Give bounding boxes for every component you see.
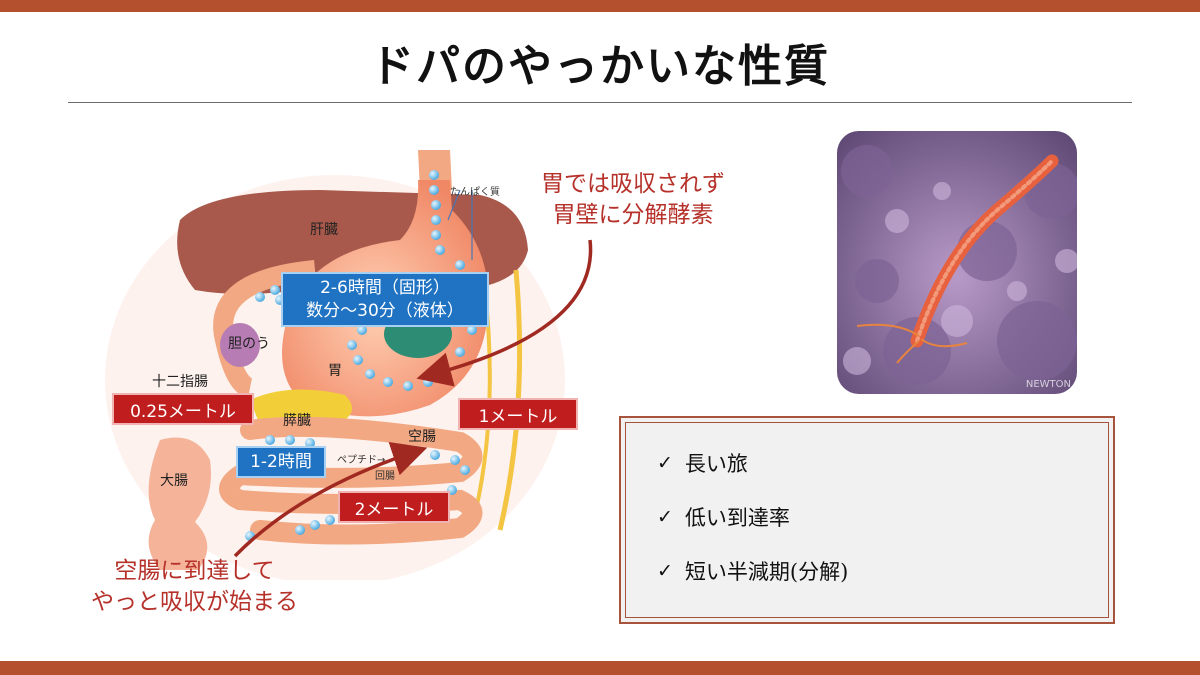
stomach-time-liquid: 数分～30分（液体） [306,300,464,321]
photo-credit: NEWTON [1025,379,1071,390]
stomach-callout-line2: 胃壁に分解酵素 [552,202,714,228]
property-item: ✓ 短い半減期(分解) [657,556,848,586]
label-ileum: 回腸 [375,471,395,482]
label-large-intestine: 大腸 [160,473,188,489]
title-divider [68,102,1132,103]
stomach-callout-line1: 胃では吸収されず [541,171,725,197]
bacterium-micrograph: NEWTON [837,131,1077,394]
small-intestine-shape [219,416,483,545]
properties-panel: ✓ 長い旅 ✓ 低い到達率 ✓ 短い半減期(分解) [619,416,1115,624]
small-intestine-time-box: 1-2時間 [236,446,326,478]
slide-title: ドパのやっかいな性質 [370,41,830,92]
label-duodenum: 十二指腸 [152,374,208,390]
stomach-time-solid: 2-6時間（固形） [320,277,450,298]
property-short-half-life: 短い半減期(分解) [684,560,849,584]
stomach-callout-arrow [416,239,593,387]
ileum-length-text: 2メートル [354,499,434,520]
check-mark-icon: ✓ [657,560,673,582]
check-mark-icon: ✓ [657,452,673,474]
duodenum-shape [213,260,316,398]
jejunum-callout-arrow [233,442,428,558]
top-accent-bar [0,0,1200,12]
jejunum-callout-line2: やっと吸収が始まる [91,589,298,615]
stomach-callout: 胃では吸収されず 胃壁に分解酵素 [541,169,725,231]
duodenum-length-box: 0.25メートル [112,393,254,425]
small-intestine-time-text: 1-2時間 [250,451,312,472]
ileum-length-box: 2メートル [338,491,450,523]
property-item: ✓ 長い旅 [657,448,748,478]
stomach-time-box: 2-6時間（固形） 数分～30分（液体） [281,272,489,327]
jejunum-length-text: 1メートル [478,406,558,427]
label-liver: 肝臓 [310,222,338,238]
label-stomach: 胃 [328,363,342,379]
jejunum-callout: 空腸に到達して やっと吸収が始まる [91,556,298,618]
label-protein: たんぱく質 [450,187,500,198]
property-low-arrival-rate: 低い到達率 [684,506,790,530]
label-gallbladder: 胆のう [228,336,270,352]
property-item: ✓ 低い到達率 [657,502,790,532]
label-jejunum: 空腸 [408,429,436,445]
check-mark-icon: ✓ [657,506,673,528]
property-long-journey: 長い旅 [684,452,748,476]
panel-inner-border [625,422,1109,618]
bottom-accent-bar [0,661,1200,675]
jejunum-callout-line1: 空腸に到達して [114,558,275,584]
label-peptide: ペプチド→ [337,455,386,466]
duodenum-length-text: 0.25メートル [130,401,236,422]
large-intestine-shape [148,437,211,570]
label-pancreas: 膵臓 [283,413,311,429]
jejunum-length-box: 1メートル [458,398,578,430]
gallbladder-shape [220,323,260,367]
